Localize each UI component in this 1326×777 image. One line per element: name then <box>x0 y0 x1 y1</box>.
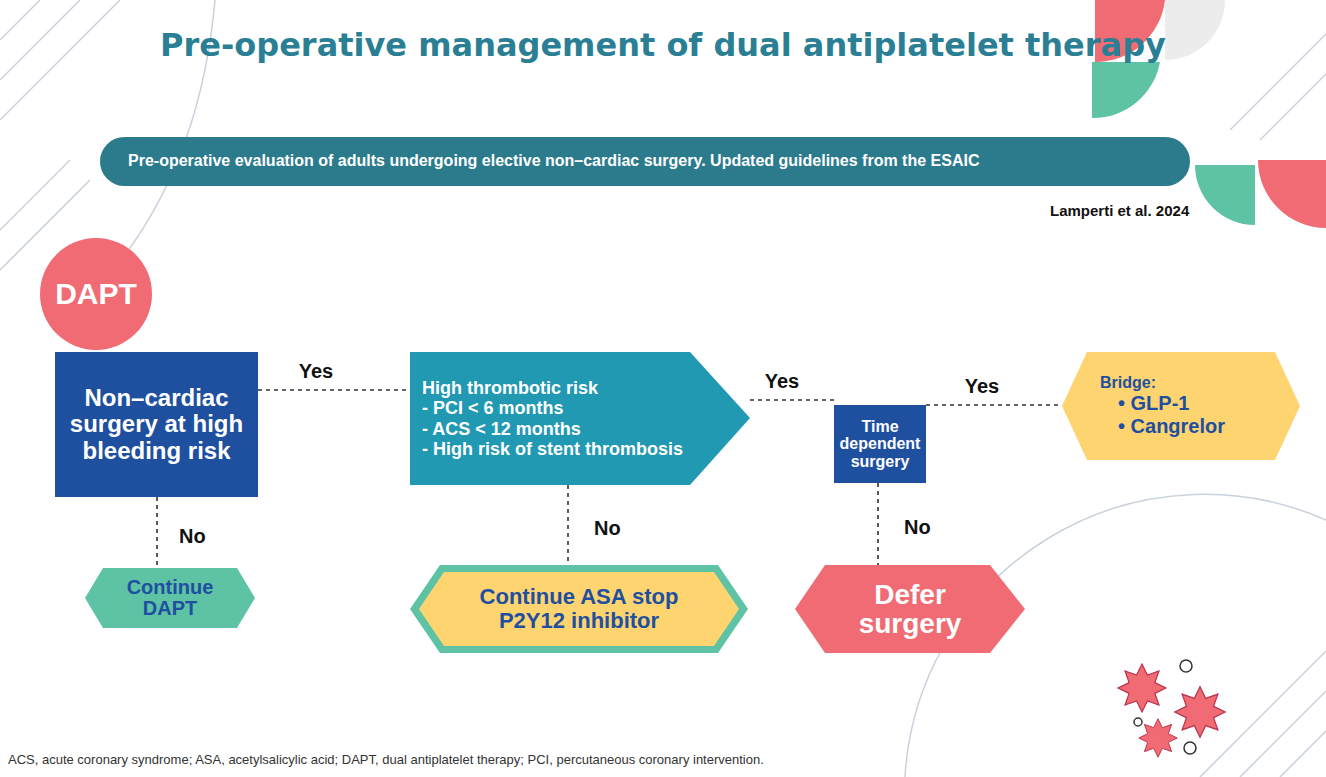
node-text: Continue ASA stop P2Y12 inhibitor <box>444 585 714 633</box>
citation-label: Lamperti et al. 2024 <box>1050 202 1189 219</box>
node-text: - High risk of stent thrombosis <box>422 439 690 459</box>
dashed-connector <box>258 389 410 391</box>
quarter-shape <box>1165 0 1225 60</box>
node-text: • Cangrelor <box>1100 415 1290 438</box>
title-band: Pre-operative evaluation of adults under… <box>100 137 1190 186</box>
node-text: Bridge: <box>1100 374 1290 392</box>
quarter-shape <box>1258 160 1326 228</box>
outcome-hexagon: Continue ASA stop P2Y12 inhibitor <box>410 565 748 653</box>
node-text: • GLP-1 <box>1100 392 1290 415</box>
edge-label: No <box>904 516 931 539</box>
node-text-area: Bridge:• GLP-1• Cangrelor <box>1062 352 1300 460</box>
criteria-arrow: High thrombotic risk- PCI < 6 months- AC… <box>410 352 750 485</box>
node-text-area: Continue DAPT <box>85 568 255 628</box>
edge-label: Yes <box>965 375 999 398</box>
dashed-connector <box>750 399 834 401</box>
diagram-title: Pre-operative management of dual antipla… <box>0 26 1326 64</box>
node-text: Non–cardiac surgery at high bleeding ris… <box>61 385 252 464</box>
edge-label: Yes <box>299 360 333 383</box>
start-circle: DAPT <box>40 238 152 350</box>
node-text-area: High thrombotic risk- PCI < 6 months- AC… <box>410 352 750 485</box>
node-text-area: Time dependent surgery <box>834 405 926 483</box>
outcome-hexagon: Bridge:• GLP-1• Cangrelor <box>1062 352 1300 460</box>
decision-box: Time dependent surgery <box>834 405 926 483</box>
node-text: Pre-operative evaluation of adults under… <box>128 152 1170 170</box>
node-text: Continue DAPT <box>105 577 235 619</box>
outcome-hexagon: Defer surgery <box>795 565 1025 653</box>
outcome-hexagon: Continue DAPT <box>85 568 255 628</box>
caption: ACS, acute coronary syndrome; ASA, acety… <box>8 752 764 767</box>
node-text: - PCI < 6 months <box>422 398 690 418</box>
edge-label: No <box>594 517 621 540</box>
dashed-connector <box>567 485 569 565</box>
bubble-circles <box>1134 660 1196 754</box>
edge-label: No <box>179 525 206 548</box>
node-text-area: Defer surgery <box>795 565 1025 653</box>
node-text: - ACS < 12 months <box>422 419 690 439</box>
dashed-connector <box>877 483 879 565</box>
dashed-connector <box>156 497 158 568</box>
quarter-shape <box>1195 165 1255 225</box>
node-text: DAPT <box>40 277 152 312</box>
quarter-shape <box>1092 62 1160 118</box>
decision-box: Non–cardiac surgery at high bleeding ris… <box>55 352 258 497</box>
node-text: Time dependent surgery <box>837 418 923 471</box>
dashed-connector <box>926 404 1062 406</box>
splat-symbols <box>1118 664 1225 757</box>
edge-label: Yes <box>765 370 799 393</box>
node-text-area: DAPT <box>40 238 152 350</box>
node-text-area: Non–cardiac surgery at high bleeding ris… <box>55 352 258 497</box>
node-text: High thrombotic risk <box>422 378 690 398</box>
node-text-area: Pre-operative evaluation of adults under… <box>100 137 1190 186</box>
node-text: Defer surgery <box>825 580 995 639</box>
node-text-area: Continue ASA stop P2Y12 inhibitor <box>410 565 748 653</box>
